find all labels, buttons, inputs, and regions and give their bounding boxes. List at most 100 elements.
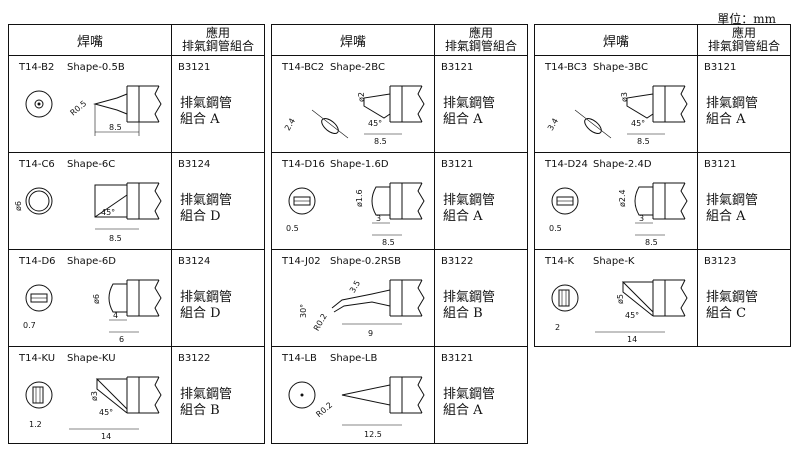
tip-code: T14-D6 (19, 256, 56, 267)
tip-cell: T14-D24 Shape-2.4D ø2.4 0.5 3 8.5 (534, 152, 698, 250)
part-number: B3121 (704, 159, 737, 170)
tip-drawing: R0.2 12.5 (288, 376, 425, 439)
tip-code: T14-J02 (282, 256, 321, 267)
tip-shape: Shape-6C (67, 159, 116, 170)
application-header: 應用排氣鋼管組合 (171, 24, 265, 56)
svg-text:0.7: 0.7 (23, 321, 36, 330)
svg-text:12.5: 12.5 (364, 430, 382, 439)
combo-cell: B3121 排氣鋼管組合 A (697, 55, 791, 153)
tip-shape: Shape-1.6D (330, 159, 389, 170)
svg-text:3: 3 (376, 214, 381, 223)
combo-description: 排氣鋼管組合 B (180, 387, 233, 418)
part-number: B3121 (178, 62, 211, 73)
tip-drawing: 3.530°R0.29 (299, 279, 425, 338)
combo-description: 排氣鋼管組合 A (706, 96, 759, 127)
svg-text:8.5: 8.5 (645, 238, 658, 247)
tip-code: T14-K (545, 256, 574, 267)
svg-text:45°: 45° (99, 408, 113, 417)
tip-shape: Shape-6D (67, 256, 116, 267)
tip-code: T14-D16 (282, 159, 325, 170)
svg-text:0.5: 0.5 (286, 224, 299, 233)
svg-text:R0.5: R0.5 (69, 99, 89, 118)
svg-text:R0.2: R0.2 (312, 312, 329, 332)
part-number: B3124 (178, 256, 211, 267)
tip-drawing: ø60.746 (23, 279, 162, 344)
tip-drawing: R0.5 8.5 (25, 85, 162, 136)
svg-text:1.2: 1.2 (29, 420, 42, 429)
unit-label: 單位：mm (717, 12, 776, 26)
part-number: B3122 (178, 353, 211, 364)
tip-shape: Shape-2.4D (593, 159, 652, 170)
combo-cell: B3121 排氣鋼管組合 A (434, 152, 528, 250)
part-number: B3121 (704, 62, 737, 73)
combo-description: 排氣鋼管組合 A (443, 96, 496, 127)
svg-text:8.5: 8.5 (109, 123, 122, 132)
tip-shape: Shape-0.5B (67, 62, 125, 73)
svg-text:14: 14 (101, 432, 111, 441)
application-header: 應用排氣鋼管組合 (697, 24, 791, 56)
tip-shape: Shape-0.2RSB (330, 256, 401, 267)
svg-text:ø2: ø2 (357, 92, 366, 102)
combo-description: 排氣鋼管組合 A (443, 193, 496, 224)
svg-text:0.5: 0.5 (549, 224, 562, 233)
svg-text:ø3: ø3 (620, 92, 629, 102)
svg-text:30°: 30° (299, 304, 308, 318)
tip-code: T14-BC3 (545, 62, 588, 73)
svg-text:2.4: 2.4 (283, 117, 297, 133)
combo-description: 排氣鋼管組合 D (180, 290, 233, 321)
svg-text:14: 14 (627, 335, 637, 344)
svg-text:3: 3 (639, 214, 644, 223)
tip-header: 焊嘴 (271, 24, 435, 56)
part-number: B3121 (441, 353, 474, 364)
tip-header: 焊嘴 (8, 24, 172, 56)
part-number: B3124 (178, 159, 211, 170)
tip-shape: Shape-3BC (593, 62, 648, 73)
tip-code: T14-D24 (545, 159, 588, 170)
part-number: B3121 (441, 159, 474, 170)
tip-code: T14-B2 (19, 62, 55, 73)
tip-drawing: ø2.4 0.5 3 8.5 (549, 182, 688, 247)
svg-text:ø1.6: ø1.6 (355, 189, 364, 207)
svg-text:45°: 45° (631, 119, 645, 128)
svg-text:45°: 45° (101, 208, 115, 217)
tip-code: T14-C6 (19, 159, 55, 170)
svg-text:R0.2: R0.2 (314, 400, 334, 419)
application-header: 應用排氣鋼管組合 (434, 24, 528, 56)
combo-description: 排氣鋼管組合 A (180, 96, 233, 127)
tip-header: 焊嘴 (534, 24, 698, 56)
tip-shape: Shape-K (593, 256, 635, 267)
combo-description: 排氣鋼管組合 D (180, 193, 233, 224)
svg-text:8.5: 8.5 (374, 137, 387, 146)
tip-table-1: 焊嘴應用排氣鋼管組合 T14-B2 Shape-0.5B R0.5 8.5 B3121 排氣… (8, 24, 265, 444)
svg-text:ø2.4: ø2.4 (618, 189, 627, 207)
svg-text:ø6: ø6 (14, 201, 23, 211)
combo-cell: B3124 排氣鋼管組合 D (171, 152, 265, 250)
tip-code: T14-LB (282, 353, 317, 364)
svg-text:3.4: 3.4 (546, 117, 560, 133)
tip-code: T14-BC2 (282, 62, 325, 73)
svg-text:45°: 45° (368, 119, 382, 128)
svg-text:ø3: ø3 (90, 391, 99, 401)
tip-drawing: ø1.60.538.5 (286, 182, 425, 247)
